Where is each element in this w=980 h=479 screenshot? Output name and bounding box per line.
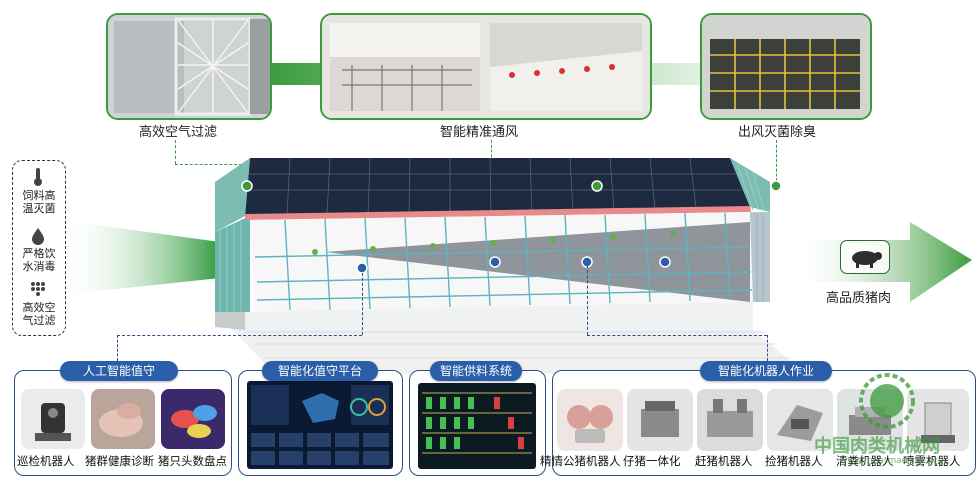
air-filter-photo	[106, 13, 272, 120]
panel-robots: 精情公猪机器人 仔猪一体化 赶猪机器人 捡猪机器人 清粪机器人 喷雾机器人	[540, 370, 976, 476]
photo-pickup-robot	[767, 389, 833, 451]
panel-title-feeding: 智能供料系统	[430, 361, 522, 381]
deodorize-photo	[700, 13, 872, 120]
connector-deodorize	[776, 140, 777, 186]
feature-air-line1: 高效空	[22, 301, 56, 314]
photo-herding-robot	[697, 389, 763, 451]
panel-title-platform: 智能化值守平台	[262, 361, 378, 381]
label-deodorize: 出风灭菌除臭	[738, 125, 817, 140]
watermark-url: www.meatmachine.org	[840, 456, 944, 466]
caption-health-diagnosis: 猪群健康诊断	[85, 454, 154, 468]
caption-spray-robot: 喷雾机器人	[903, 454, 961, 468]
photo-spray-robot	[907, 389, 969, 451]
pig-barn-illustration	[205, 152, 815, 374]
pig-icon	[840, 240, 890, 274]
photo-inspection-robot	[21, 389, 85, 449]
caption-herding-robot: 赶猪机器人	[695, 454, 753, 468]
connector-ventilation	[491, 140, 492, 162]
platform-screen	[247, 381, 393, 469]
feature-box: 饲料高 温灭菌 严格饮 水消毒 高效空 气过滤	[12, 160, 66, 336]
panel-ai-watch: 巡检机器人 猪群健康诊断 猪只头数盘点	[14, 370, 232, 476]
watermark-text: 中国肉类机械网	[814, 436, 940, 457]
caption-pickup-robot: 捡猪机器人	[765, 454, 823, 468]
photo-piglet-unit	[627, 389, 693, 451]
panel-title-ai-watch: 人工智能值守	[60, 361, 178, 381]
air-filter-icon	[30, 281, 46, 301]
caption-inspection-robot: 巡检机器人	[17, 454, 75, 468]
caption-manure-robot: 清粪机器人	[836, 454, 894, 468]
watermark-logo	[858, 372, 916, 430]
photo-headcount	[161, 389, 225, 449]
connector-air-filter	[175, 140, 176, 164]
input-arrow	[60, 200, 220, 300]
thermometer-icon	[31, 167, 45, 191]
feature-air-line2: 气过滤	[22, 314, 56, 327]
feeding-screen	[418, 383, 536, 469]
caption-piglet-unit: 仔猪一体化	[623, 454, 681, 468]
photo-health-diagnosis	[91, 389, 155, 449]
feature-water-line1: 严格饮	[22, 247, 56, 260]
panel-platform	[238, 370, 403, 476]
connector-robots	[587, 265, 588, 335]
label-ventilation: 智能精准通风	[440, 125, 519, 140]
feature-feed-line2: 温灭菌	[22, 202, 56, 215]
connector-ai	[362, 273, 363, 335]
water-drop-icon	[31, 227, 45, 249]
label-air-filter: 高效空气过滤	[139, 125, 218, 140]
photo-boar-robot	[557, 389, 623, 451]
panel-feeding	[409, 370, 546, 476]
ventilation-photo	[320, 13, 652, 120]
feature-feed-line1: 饲料高	[22, 189, 56, 202]
caption-boar-robot: 精情公猪机器人	[540, 454, 621, 468]
caption-headcount: 猪只头数盘点	[158, 454, 227, 468]
output-label: 高品质猪肉	[826, 291, 892, 306]
feature-water-line2: 水消毒	[22, 260, 56, 273]
panel-title-robots: 智能化机器人作业	[700, 361, 832, 381]
